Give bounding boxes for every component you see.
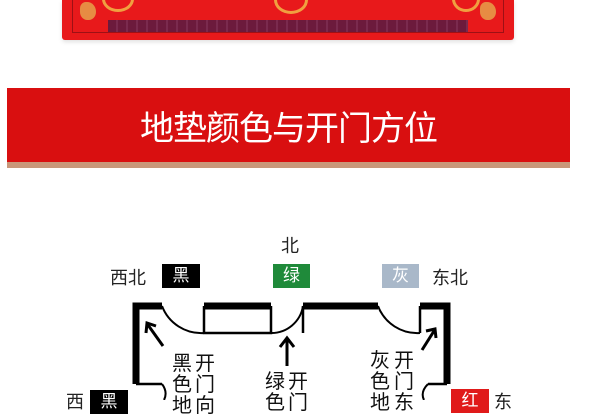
title-banner: 地垫颜色与开门方位 [7, 88, 570, 168]
north-color-swatch: 绿 [273, 264, 310, 288]
doormat-pattern-band [108, 20, 468, 32]
banner-title: 地垫颜色与开门方位 [140, 108, 438, 149]
north-door-text-1: 绿 色 [265, 369, 285, 414]
northwest-color-swatch: 黑 [162, 264, 200, 288]
northeast-door-text-2: 开 门 东 [394, 348, 414, 414]
northeast-door-text-1: 灰 色 地 [370, 348, 390, 414]
floor-plan-diagram [132, 302, 451, 400]
northeast-label: 东北 [432, 268, 468, 289]
northwest-label: 西北 [110, 268, 146, 289]
northeast-color-swatch: 灰 [382, 264, 419, 288]
red-doormat-image [62, 0, 514, 40]
north-label: 北 [281, 236, 299, 257]
north-door-text-2: 开 门 [288, 369, 308, 414]
northwest-door-text-2: 开 门 向 [195, 351, 215, 417]
northwest-door-text-1: 黑 色 地 [172, 351, 192, 417]
doormat-ornament-icon [480, 2, 496, 20]
doormat-border [72, 0, 504, 33]
doormat-ornament-icon [80, 2, 96, 20]
